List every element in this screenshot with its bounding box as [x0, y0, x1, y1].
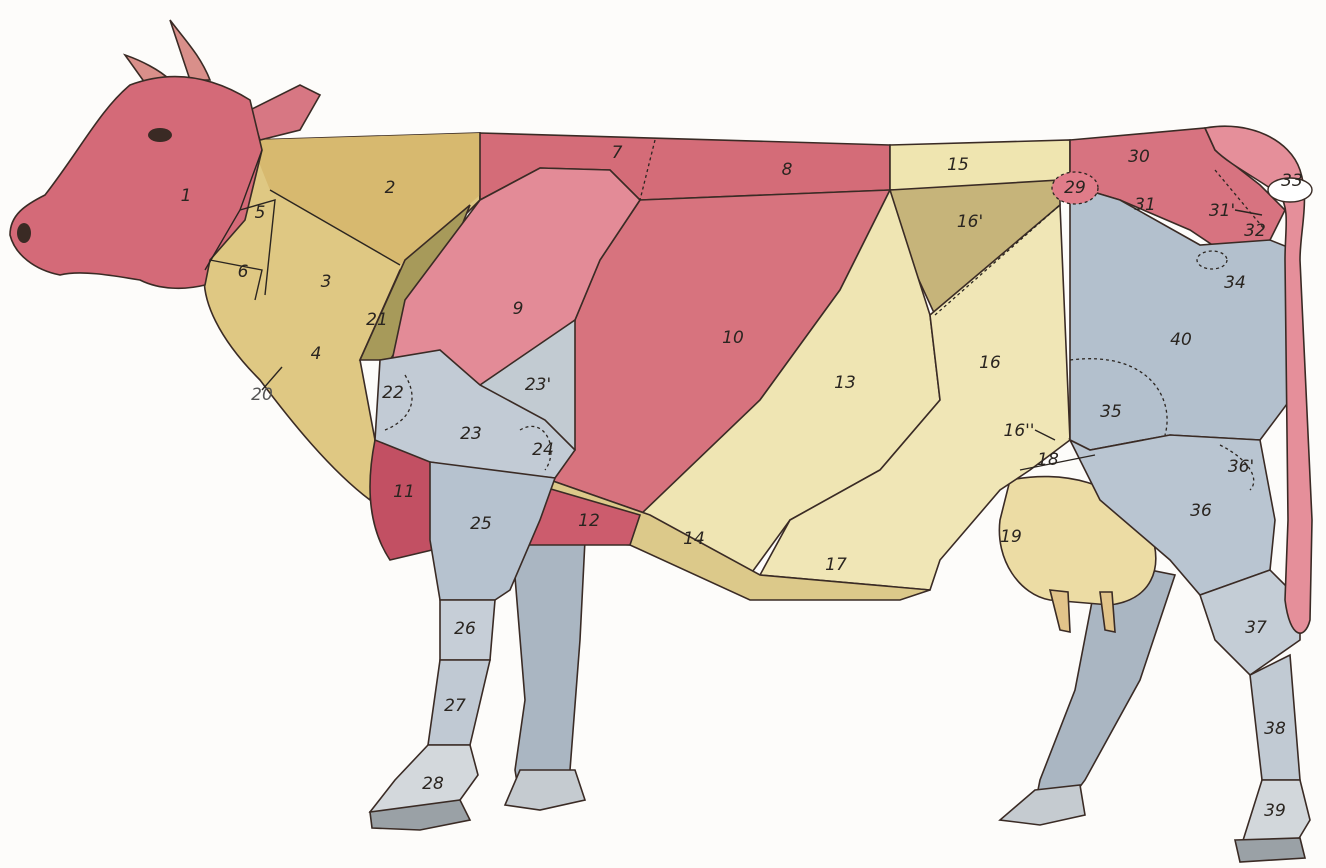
label-27: 27	[444, 696, 466, 716]
label-22: 22	[382, 383, 404, 403]
label-5: 5	[255, 203, 266, 223]
label-8: 8	[782, 160, 793, 180]
label-6: 6	[238, 262, 249, 282]
label-36: 36	[1190, 501, 1212, 521]
label-4: 4	[311, 344, 322, 364]
label-12: 12	[578, 511, 600, 531]
label-1: 1	[181, 186, 192, 206]
label-19: 19	[1000, 527, 1022, 547]
label-31-prime: 31'	[1209, 201, 1235, 221]
label-28: 28	[422, 774, 444, 794]
label-9: 9	[513, 299, 524, 319]
label-15: 15	[947, 155, 969, 175]
label-21: 21	[366, 310, 388, 330]
label-11: 11	[393, 482, 415, 502]
label-3: 3	[321, 272, 332, 292]
label-2: 2	[385, 178, 396, 198]
label-18: 18	[1037, 450, 1059, 470]
label-14: 14	[683, 529, 705, 549]
label-10: 10	[722, 328, 744, 348]
label-23-prime: 23'	[525, 375, 551, 395]
label-13: 13	[834, 373, 856, 393]
label-24: 24	[532, 440, 554, 460]
label-33: 33	[1281, 171, 1303, 191]
label-36-prime: 36'	[1228, 457, 1254, 477]
label-23: 23	[460, 424, 482, 444]
label-30: 30	[1128, 147, 1150, 167]
hind-quarter	[1070, 128, 1310, 862]
label-29: 29	[1064, 178, 1086, 198]
label-7: 7	[612, 143, 623, 163]
label-37: 37	[1245, 618, 1267, 638]
label-25: 25	[470, 514, 492, 534]
label-17: 17	[825, 555, 847, 575]
label-16-prime: 16'	[957, 212, 983, 232]
label-32: 32	[1244, 221, 1266, 241]
label-35: 35	[1100, 402, 1122, 422]
label-31: 31	[1134, 195, 1156, 215]
label-16: 16	[979, 353, 1001, 373]
label-34: 34	[1224, 273, 1246, 293]
label-16-double-prime: 16''	[1004, 421, 1035, 441]
label-40: 40	[1170, 330, 1192, 350]
label-20: 20	[251, 385, 273, 405]
label-38: 38	[1264, 719, 1286, 739]
label-39: 39	[1264, 801, 1286, 821]
label-26: 26	[454, 619, 476, 639]
